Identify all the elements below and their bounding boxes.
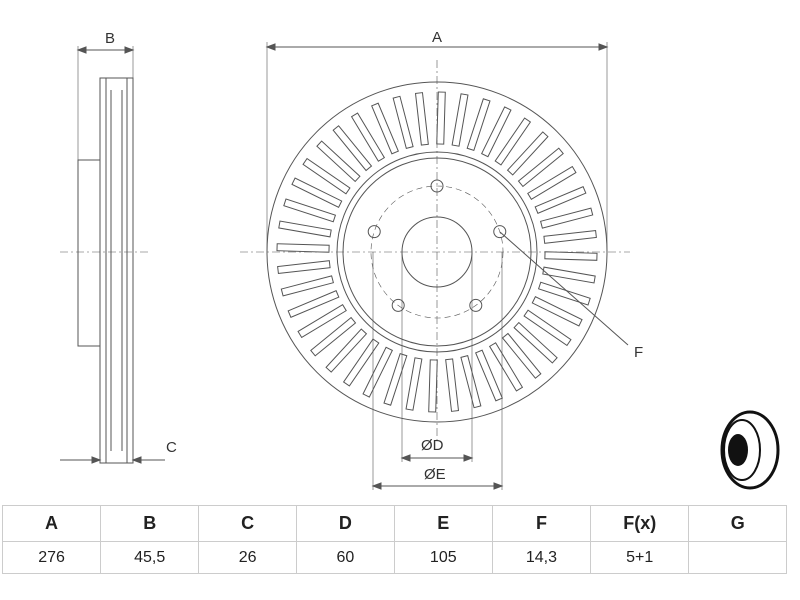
vent-slot — [506, 131, 549, 176]
dimension-arrowhead — [91, 456, 102, 464]
vent-slot — [342, 338, 380, 387]
vent-slot — [276, 243, 330, 253]
vent-slot — [539, 207, 594, 229]
table-value-cell: 45,5 — [100, 541, 200, 574]
table-value-cell: 105 — [393, 541, 493, 574]
table-header-cell: C — [198, 505, 298, 542]
vent-slot — [278, 220, 332, 238]
vent-slot — [537, 281, 591, 306]
vent-slot — [392, 95, 414, 150]
vent-slot — [277, 260, 331, 275]
vent-slot — [445, 358, 460, 412]
table-value-cell: 276 — [1, 541, 102, 574]
dimension-arrowhead — [371, 482, 382, 490]
vent-slot — [527, 165, 577, 201]
dimension-arrowhead — [76, 46, 87, 54]
table-header-cell: F(x) — [590, 505, 690, 542]
vent-slot — [517, 147, 564, 188]
table-header-cell: D — [296, 505, 395, 542]
vent-slot — [405, 357, 423, 411]
vent-slot — [291, 177, 343, 209]
table-value-cell: 14,3 — [491, 541, 592, 574]
bolt-hole — [367, 225, 381, 239]
vent-slot — [287, 290, 340, 318]
vent-slot — [310, 316, 357, 357]
vent-slot — [501, 332, 542, 379]
vent-slot — [480, 106, 512, 158]
vent-slot — [383, 352, 408, 406]
table-value-cell: 5+1 — [590, 541, 690, 574]
vent-slot — [534, 186, 587, 214]
vent-slot — [332, 125, 373, 172]
table-value-cell: 60 — [296, 541, 395, 574]
vent-slot — [523, 309, 572, 347]
bolt-hole — [430, 179, 444, 193]
vent-slot — [414, 92, 429, 146]
bolt-hole — [391, 298, 405, 312]
label-d: ØD — [421, 437, 444, 454]
label-a: A — [432, 29, 442, 46]
vent-slot — [460, 354, 482, 409]
vent-slot — [280, 275, 335, 297]
label-e: ØE — [424, 466, 446, 483]
vent-slot — [466, 98, 491, 152]
brake-disc-drawing: B C A F ØD ØE — [60, 29, 780, 490]
vent-slot — [543, 229, 597, 244]
dimension-arrowhead — [463, 454, 474, 462]
vent-slot — [316, 140, 361, 183]
vent-slot — [302, 157, 351, 195]
table-header-cell: E — [393, 505, 493, 542]
table-header-cell: F — [491, 505, 592, 542]
vent-slot — [436, 91, 446, 145]
dimension-arrowhead — [400, 454, 411, 462]
dimension-arrowhead — [598, 43, 609, 51]
front-view — [240, 42, 630, 490]
table-value-cell: 26 — [198, 541, 298, 574]
vent-slot — [325, 328, 368, 373]
dimension-arrowhead — [265, 43, 276, 51]
table-header-cell: G — [688, 505, 787, 542]
table-header-cell: B — [100, 505, 200, 542]
vent-slot — [531, 295, 583, 327]
table-value-cell — [688, 541, 787, 574]
vent-slot — [297, 303, 347, 339]
label-f: F — [634, 344, 643, 361]
vent-slot — [350, 112, 386, 162]
vent-slot — [362, 346, 394, 398]
vent-slot — [283, 198, 337, 223]
vent-slot — [494, 117, 532, 166]
vent-slot — [513, 321, 558, 364]
dimension-arrowhead — [131, 456, 142, 464]
vent-slot — [451, 93, 469, 147]
vent-slot — [488, 342, 524, 392]
vent-slot — [544, 251, 598, 261]
bolt-hole — [493, 225, 507, 239]
table-header-cell: A — [1, 505, 102, 542]
dimension-arrowhead — [493, 482, 504, 490]
side-view — [60, 46, 165, 464]
dimension-arrowhead — [124, 46, 135, 54]
vent-slot — [475, 349, 503, 402]
bolt-hole — [469, 298, 483, 312]
label-b: B — [105, 30, 115, 47]
label-c: C — [166, 439, 177, 456]
vent-slot — [371, 102, 399, 155]
vent-slot — [428, 359, 438, 413]
vent-slot — [542, 266, 596, 284]
disc-thumbnail-icon — [720, 410, 780, 490]
